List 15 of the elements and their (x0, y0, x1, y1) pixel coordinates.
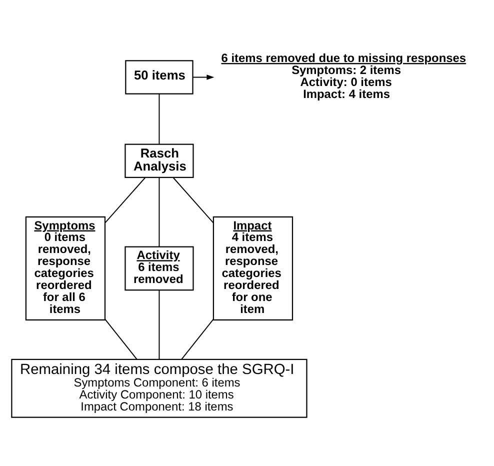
node-box: Remaining 34 items compose the SGRQ-I Symptoms Component: 6 items Activity Component: 10 items Impact Component: 18 items (11, 358, 308, 418)
node-box: Symptoms 0 items removed, response categories reordered for all 6 items (25, 216, 106, 320)
node-text: 6 items removed due to missing responses Symptoms: 2 items Activity: 0 items Impact: 4 items (221, 50, 466, 100)
connector (104, 318, 138, 359)
connector (158, 177, 160, 246)
arrow (193, 74, 214, 80)
node-box: Rasch Analysis (124, 143, 194, 178)
node-box: Activity 6 items removed (124, 246, 194, 290)
connector (104, 177, 146, 223)
node-box: 50 items (125, 60, 194, 94)
connector (158, 93, 160, 144)
node-box: Impact 4 items removed, response categories reordered for one item (212, 216, 294, 320)
connector (181, 318, 214, 359)
connector (173, 177, 214, 223)
connector (158, 290, 160, 359)
